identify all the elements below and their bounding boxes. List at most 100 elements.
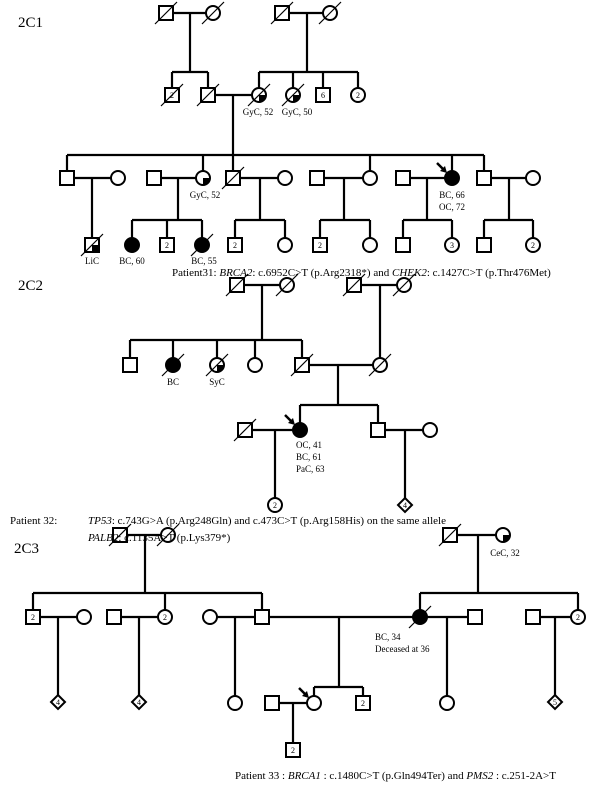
proband-arrow-icon [284, 414, 295, 425]
label: LiC [85, 256, 99, 266]
female-individual-proband [298, 687, 322, 711]
male-individual [395, 237, 411, 253]
male-individual: 2 [160, 83, 184, 107]
male-individual [476, 237, 492, 253]
female-individual [368, 353, 392, 377]
male-individual [146, 170, 162, 186]
label: BC, 66 [439, 190, 465, 200]
female-individual [495, 527, 511, 543]
deceased-slash [160, 83, 184, 107]
male-individual [106, 609, 122, 625]
variant-caption: Patient 33 : BRCA1 : c.1480C>T (p.Gln494… [235, 770, 556, 782]
male-individual [270, 1, 294, 25]
count-label: 3 [450, 241, 454, 250]
female-individual [362, 170, 378, 186]
label: GyC, 52 [243, 107, 274, 117]
caption-var1: : c.1480C>T (p.Gln494Ter) and [321, 770, 466, 782]
caption-prefix: Patient31: [172, 267, 219, 279]
male-individual [225, 273, 249, 297]
male-individual [108, 523, 132, 547]
deceased-slash [108, 523, 132, 547]
count-label: 2 [318, 241, 322, 250]
label: SyC [209, 377, 225, 387]
caption-var1: : c.743G>A (p.Arg248Gln) and c.473C>T (p… [112, 515, 446, 527]
female-individual [525, 170, 541, 186]
caption-var2: : c.1427C>T (p.Thr476Met) [427, 267, 551, 279]
label: PaC, 63 [296, 464, 325, 474]
label: CeC, 32 [490, 548, 520, 558]
male-individual [59, 170, 75, 186]
count-label: 2 [273, 501, 277, 510]
count-label: 6 [321, 91, 325, 100]
female-individual [408, 605, 432, 629]
proband-arrow-icon [298, 687, 309, 698]
male-individual: 2 [25, 609, 41, 625]
male-individual: 2 [159, 237, 175, 253]
caption-var1: : c.6952C>T (p.Arg2318*) and [252, 267, 392, 279]
deceased-slash [408, 605, 432, 629]
male-individual [342, 273, 366, 297]
count-label: 2 [576, 613, 580, 622]
female-individual [124, 237, 140, 253]
female-individual [110, 170, 126, 186]
proband-arrow-icon [436, 162, 447, 173]
male-individual [476, 170, 492, 186]
female-individual [422, 422, 438, 438]
count-label: 4 [403, 501, 407, 510]
female-individual [318, 1, 342, 25]
deceased-slash [275, 273, 299, 297]
count-label: 2 [163, 613, 167, 622]
male-individual [290, 353, 314, 377]
male-individual [154, 1, 178, 25]
count-label: 2 [361, 699, 365, 708]
male-individual: 2 [227, 237, 243, 253]
deceased-slash [318, 1, 342, 25]
female-individual: 2 [157, 609, 173, 625]
count-label: 2 [233, 241, 237, 250]
male-individual [395, 170, 411, 186]
deceased-slash [392, 273, 416, 297]
deceased-slash [247, 83, 271, 107]
label: GyC, 50 [282, 107, 313, 117]
male-individual [467, 609, 483, 625]
unknown-sex-individual: 4 [49, 693, 67, 711]
female-individual [439, 695, 455, 711]
male-individual: 2 [355, 695, 371, 711]
variant-caption-line1: TP53: c.743G>A (p.Arg248Gln) and c.473C>… [88, 515, 446, 527]
female-individual [205, 353, 229, 377]
label: OC, 72 [439, 202, 465, 212]
caption-var2: : c.251-2A>T [493, 770, 556, 782]
caption-gene1: BRCA2 [219, 267, 252, 279]
count-label: 4 [56, 698, 60, 707]
count-label: 2 [531, 241, 535, 250]
female-individual [247, 83, 271, 107]
caption-gene2: CHEK2 [392, 267, 427, 279]
male-individual [80, 233, 104, 257]
count-label: 2 [165, 241, 169, 250]
male-individual [264, 695, 280, 711]
pedigree-symbols: 262222322422244252 [25, 1, 586, 758]
label: GyC, 52 [190, 190, 221, 200]
deceased-slash [270, 1, 294, 25]
male-individual [254, 609, 270, 625]
count-label: 4 [137, 698, 141, 707]
deceased-slash [196, 83, 220, 107]
male-individual: 6 [315, 87, 331, 103]
panel-label: 2C1 [18, 15, 43, 31]
caption-gene2: PALB2 [87, 532, 119, 544]
deceased-slash [190, 233, 214, 257]
label: BC, 60 [119, 256, 145, 266]
female-individual [275, 273, 299, 297]
variant-caption-line2: PALB2: c.1135A>T (p.Lys379*) [87, 532, 231, 544]
caption-prefix: Patient 32: [10, 515, 57, 527]
female-individual: 3 [444, 237, 460, 253]
deceased-slash [225, 273, 249, 297]
female-individual: 2 [525, 237, 541, 253]
pedigree-lines [31, 11, 580, 743]
female-individual [201, 1, 225, 25]
caption-gene1: TP53 [88, 515, 112, 527]
female-individual-proband [284, 414, 308, 438]
male-individual [196, 83, 220, 107]
unknown-sex-individual: 4 [396, 496, 414, 514]
